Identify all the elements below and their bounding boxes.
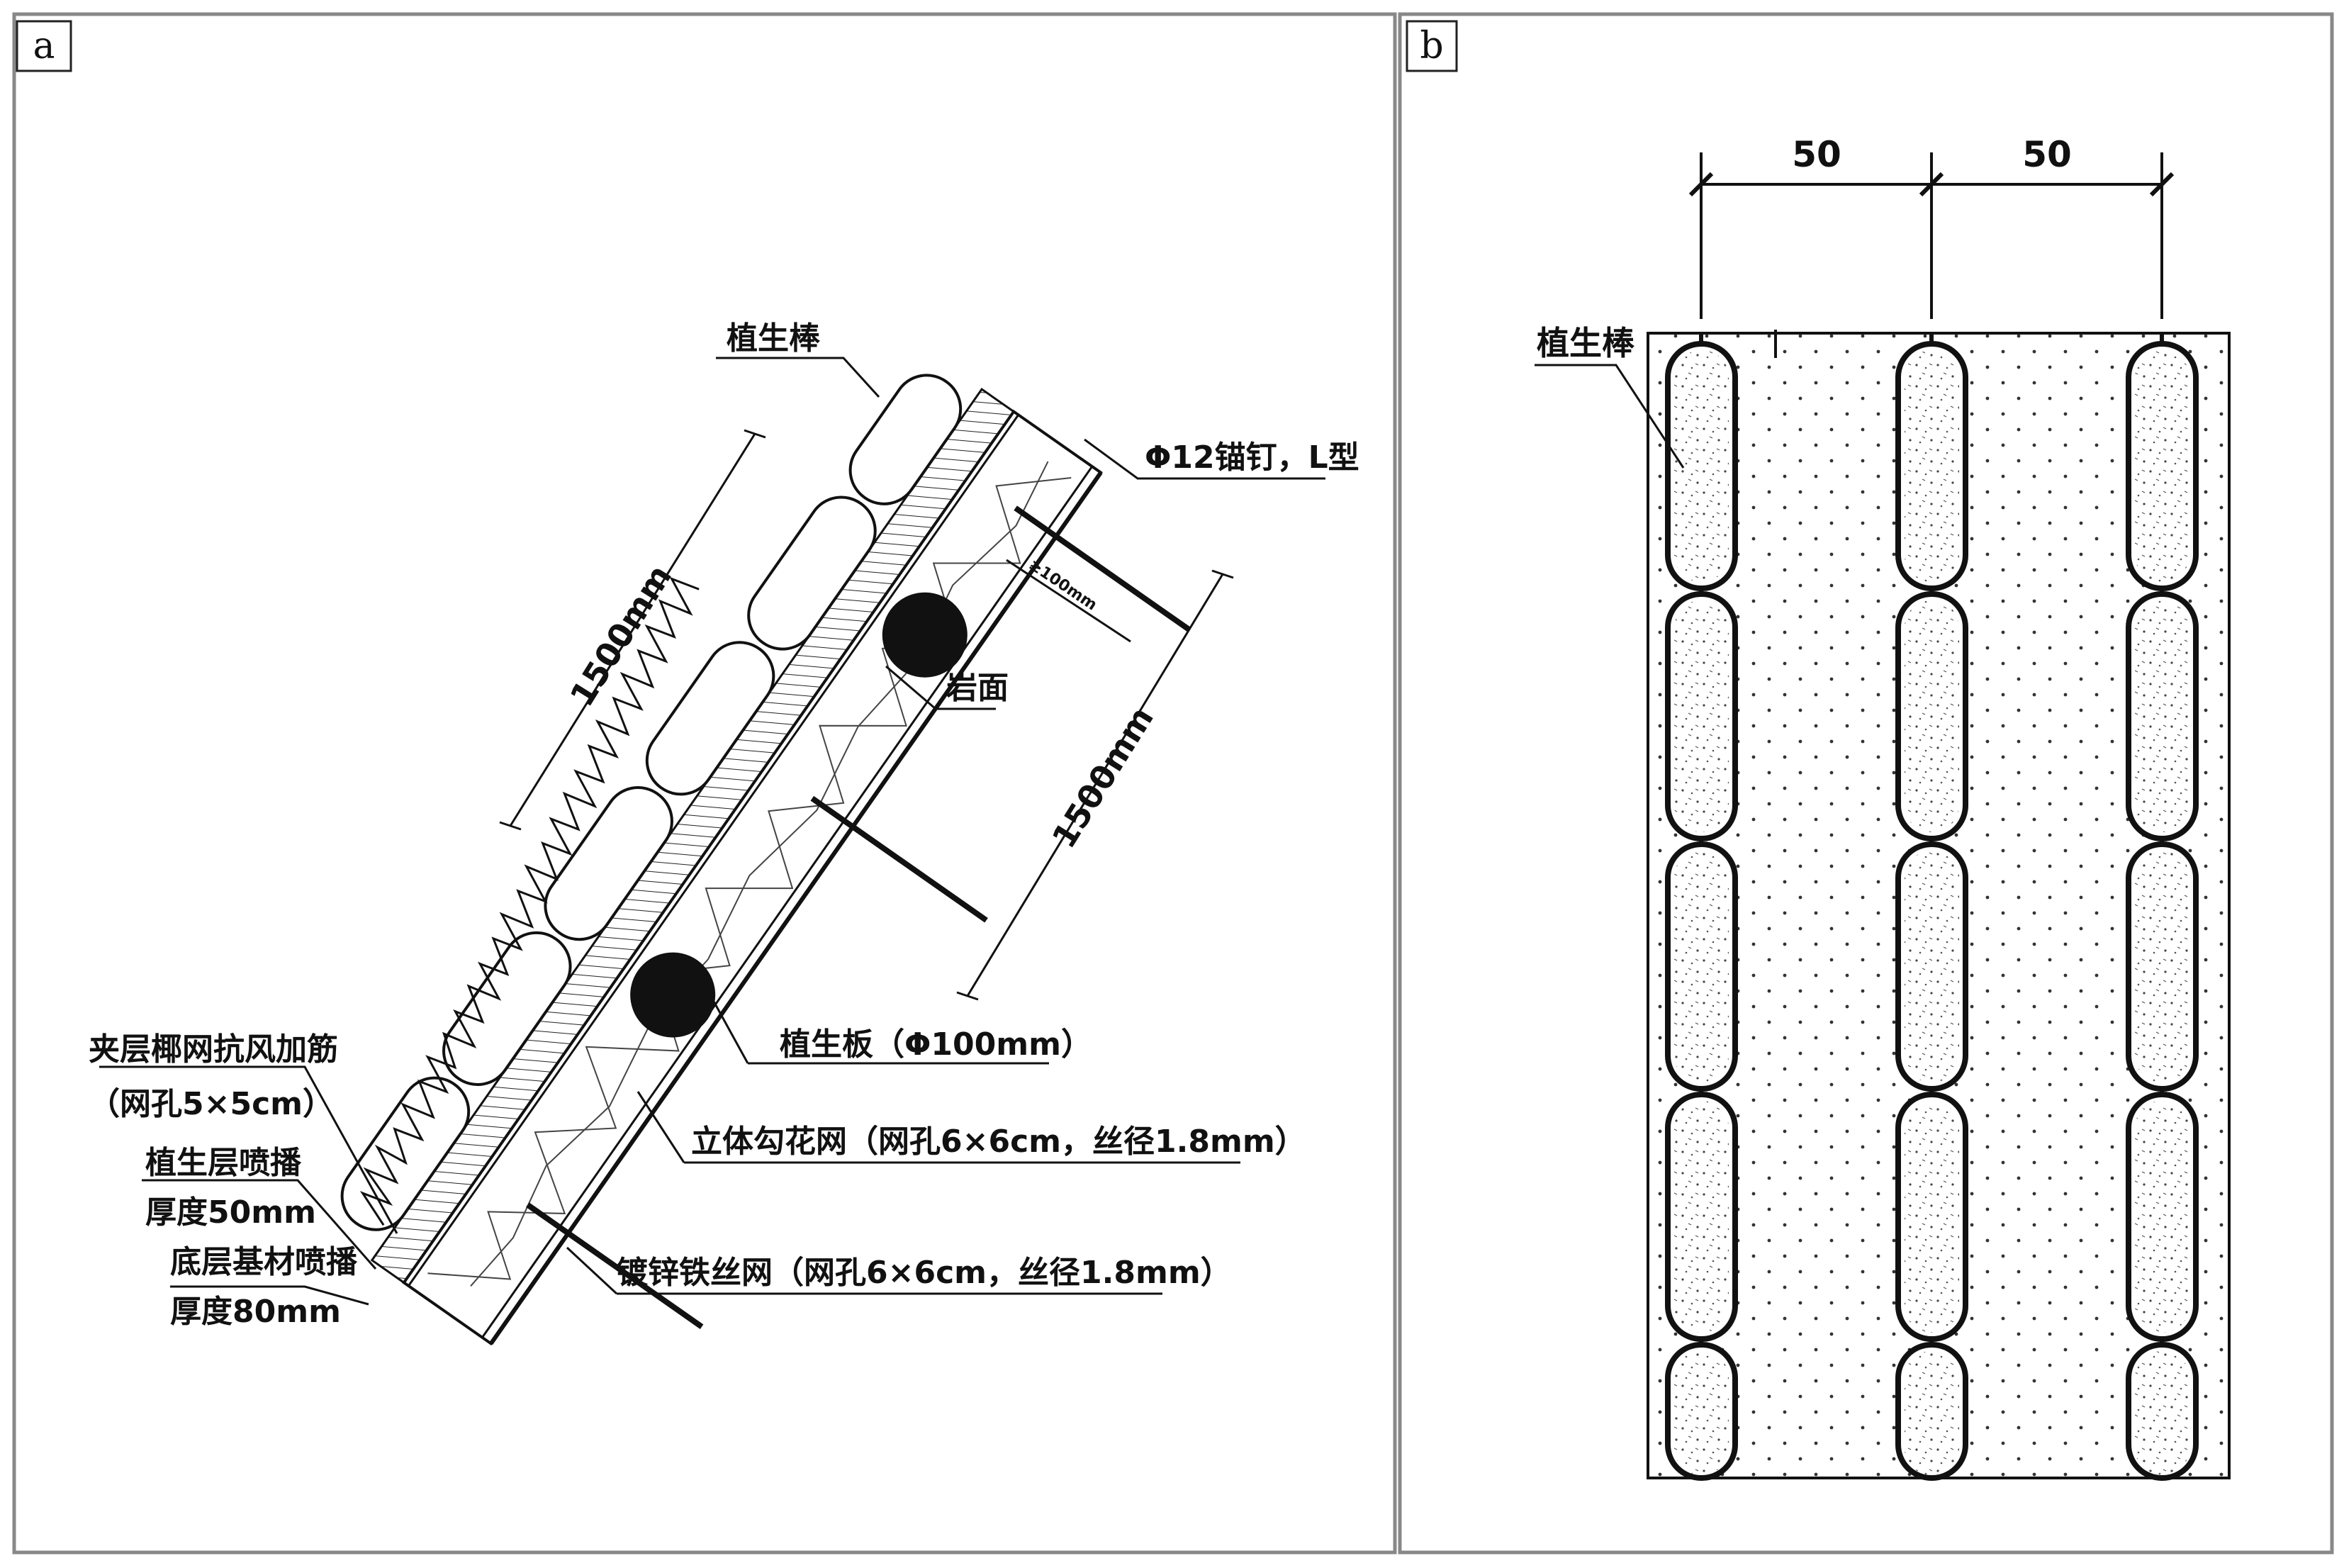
- label-plant-stick: 植生棒: [727, 320, 821, 357]
- plant-foliage: [359, 576, 700, 1226]
- label-coir-net-spec: （网孔5×5cm）: [89, 1086, 334, 1122]
- galvanized-net-line: [481, 466, 1093, 1338]
- dim-left: [509, 433, 756, 827]
- vegetation-layer: [370, 388, 1016, 1284]
- plant-board: [882, 592, 968, 678]
- plant-board: [630, 952, 716, 1038]
- 3d-net-line: [408, 414, 1019, 1287]
- anchor: [526, 1202, 704, 1329]
- dim-min-spacing: [1006, 559, 1131, 643]
- panel-a-letter: a: [33, 25, 55, 67]
- label-veg-thickness: 厚度50mm: [145, 1194, 316, 1231]
- plant-stick: [747, 495, 877, 651]
- plant-stick: [544, 786, 673, 941]
- slope-assembly: [340, 374, 1191, 1346]
- plant-stick: [645, 641, 775, 796]
- panel-b-letter: b: [1420, 25, 1443, 67]
- panel-a: a: [12, 12, 1397, 1555]
- label-3d-net: 立体勾花网（网孔6×6cm，丝径1.8mm）: [691, 1124, 1306, 1160]
- dim-right-label: 50: [2022, 134, 2072, 175]
- anchor: [1014, 505, 1191, 632]
- panel-b-letter-box: [1406, 20, 1458, 72]
- plant-stick: [848, 374, 963, 505]
- label-rock-surface: 岩面: [946, 670, 1009, 706]
- dim-right: [966, 573, 1224, 997]
- label-base-thickness: 厚度80mm: [170, 1294, 341, 1330]
- panel-a-letter-box: [16, 20, 72, 72]
- dimension-bar: [1688, 152, 2175, 319]
- label-anchor: Φ12锚钉，L型: [1145, 439, 1359, 476]
- panel-b: b 50 50: [1398, 12, 2334, 1555]
- dim-left-label: 50: [1792, 134, 1841, 175]
- leader-lines: [99, 357, 1325, 1306]
- label-plant-stick-b: 植生棒: [1537, 324, 1635, 362]
- anchors: [526, 505, 1191, 1329]
- plant-stick-texture: [1674, 350, 2189, 1475]
- label-coir-net: 夹层椰网抗风加筋: [89, 1031, 338, 1068]
- anchor: [810, 795, 988, 923]
- label-veg-layer: 植生层喷播: [145, 1145, 302, 1181]
- rock-surface-line: [489, 471, 1103, 1345]
- label-base-layer: 底层基材喷播: [170, 1244, 358, 1280]
- dimension-lines: [499, 429, 1234, 1001]
- label-galv-net: 镀锌铁丝网（网孔6×6cm，丝径1.8mm）: [617, 1255, 1232, 1291]
- label-plant-board: 植生板（Φ100mm）: [780, 1026, 1092, 1063]
- plant-stick-leader: [1535, 364, 1685, 469]
